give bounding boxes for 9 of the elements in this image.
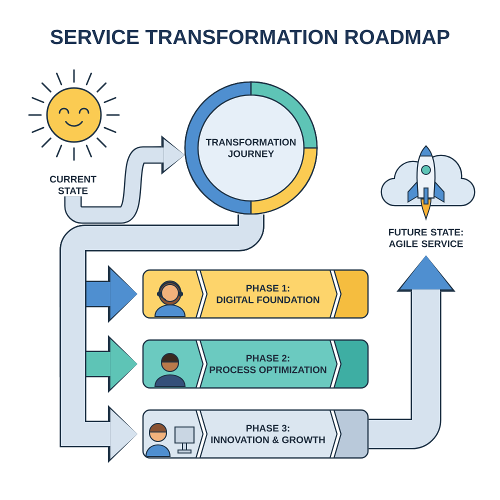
state-label: FUTURE STATE: AGILE SERVICE (388, 228, 463, 248)
phase-box: PHASE 2: PROCESS OPTIMIZATION (142, 339, 369, 389)
block-arrow (368, 255, 456, 450)
phase-box: PHASE 3: INNOVATION & GROWTH (142, 409, 369, 459)
block-arrow (64, 135, 185, 224)
phase-box: PHASE 1: DIGITAL FOUNDATION (142, 269, 369, 319)
title: SERVICE TRANSFORMATION ROADMAP (50, 30, 450, 44)
state-label: CURRENT STATE (50, 176, 96, 194)
block-arrow (60, 212, 264, 463)
